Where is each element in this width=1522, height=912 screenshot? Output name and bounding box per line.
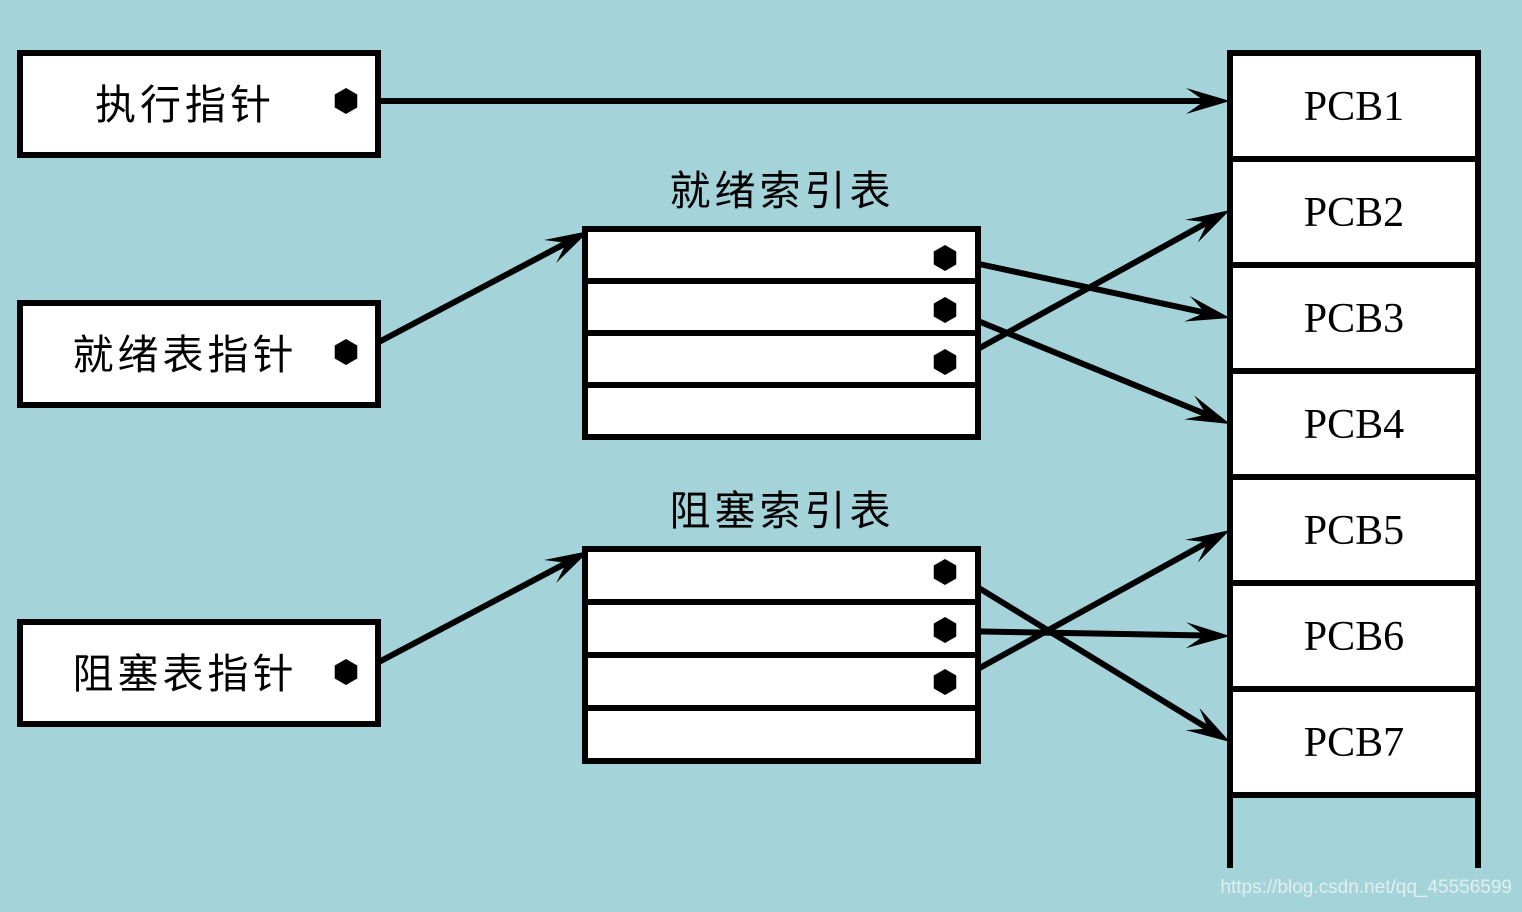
ready-row2-to-pcb4-arrow-shaft	[954, 309, 1209, 418]
ready-row3-to-pcb2-arrow-shaft	[954, 219, 1211, 364]
ready-index-table: 就绪索引表	[582, 167, 981, 440]
blocked-index-table-row[interactable]	[585, 655, 978, 708]
pcb-label-pcb2: PCB2	[1304, 190, 1404, 236]
blocked-index-table-row[interactable]	[585, 549, 978, 602]
blocked-row3-to-pcb5-arrow-shaft	[954, 539, 1211, 684]
ready-index-table-row-3-connector-dot	[933, 349, 957, 375]
pcb-label-pcb1: PCB1	[1304, 84, 1404, 130]
ready-row1-to-pcb3-arrow-shaft	[955, 256, 1207, 316]
ready-row3-to-pcb2-arrow-head	[1185, 210, 1230, 243]
ready-pointer-to-ready-table-arrow-shaft	[358, 239, 570, 355]
pcb-column-frame	[1227, 50, 1481, 798]
connection-layer	[358, 88, 1230, 742]
ready-index-table-row[interactable]	[585, 333, 978, 385]
ready-index-table-row-2-connector-dot	[933, 297, 957, 323]
running-to-pcb1-arrow	[360, 88, 1230, 114]
ready-row3-to-pcb2-arrow	[954, 210, 1230, 364]
blocked-pointer-to-blocked-table-arrow-shaft	[358, 559, 570, 675]
blocked-row1-to-pcb7-arrow	[954, 571, 1230, 742]
blocked-row2-to-pcb6-arrow-shaft	[955, 628, 1206, 639]
ready-row2-to-pcb4-arrow-head	[1184, 395, 1230, 424]
ready-row1-to-pcb3-arrow	[955, 256, 1230, 322]
blocked-row1-to-pcb7-arrow-shaft	[954, 571, 1211, 732]
ready-index-table-row-1-connector-dot	[933, 245, 957, 271]
ready-list-pointer[interactable]: 就绪表指针	[17, 300, 381, 408]
ready-pointer-to-ready-table-arrow-head	[544, 231, 589, 264]
blocked-index-table-row[interactable]	[585, 602, 978, 655]
running-pointer-frame[interactable]	[17, 50, 381, 158]
running-pointer-label: 执行指针	[95, 81, 275, 129]
ready-index-table-title: 就绪索引表	[670, 167, 895, 215]
pcb-label-pcb6: PCB6	[1304, 614, 1404, 660]
pointer-dot-layer	[334, 88, 957, 695]
blocked-index-table: 阻塞索引表	[582, 487, 981, 764]
ready-index-table-row[interactable]	[585, 281, 978, 333]
ready-list-pointer-frame[interactable]	[17, 300, 381, 408]
blocked-list-pointer-frame[interactable]	[17, 619, 381, 727]
blocked-index-table-row[interactable]	[585, 708, 978, 761]
blocked-index-table-row-2-connector-dot	[933, 617, 957, 643]
blocked-pointer-to-blocked-table-arrow-head	[544, 551, 589, 584]
blocked-index-table-row-1-connector-dot	[933, 559, 957, 585]
blocked-row3-to-pcb5-arrow-head	[1185, 530, 1230, 563]
blocked-pointer-to-blocked-table-arrow	[358, 551, 589, 675]
ready-row1-to-pcb3-arrow-head	[1184, 296, 1230, 322]
pcb-label-pcb4: PCB4	[1304, 402, 1404, 448]
running-pointer-connector-dot	[334, 88, 358, 114]
blocked-list-pointer-label: 阻塞表指针	[73, 650, 298, 698]
blocked-row2-to-pcb6-arrow-head	[1185, 622, 1230, 649]
ready-list-pointer-label: 就绪表指针	[73, 331, 298, 379]
blocked-list-pointer[interactable]: 阻塞表指针	[17, 619, 381, 727]
pcb-label-pcb7: PCB7	[1304, 720, 1404, 766]
pcb-label-pcb3: PCB3	[1304, 296, 1404, 342]
pcb-label-pcb5: PCB5	[1304, 508, 1404, 554]
watermark-text: https://blog.csdn.net/qq_45556599	[1220, 877, 1512, 898]
ready-row2-to-pcb4-arrow	[954, 309, 1230, 424]
blocked-index-table-title: 阻塞索引表	[670, 487, 895, 535]
ready-index-table-row[interactable]	[585, 229, 978, 281]
running-pointer[interactable]: 执行指针	[17, 50, 381, 158]
running-to-pcb1-arrow-head	[1186, 88, 1230, 114]
ready-list-pointer-connector-dot	[334, 339, 358, 365]
blocked-row1-to-pcb7-arrow-head	[1185, 707, 1230, 742]
blocked-index-table-row-3-connector-dot	[933, 669, 957, 695]
blocked-row2-to-pcb6-arrow	[955, 622, 1230, 649]
ready-index-table-row[interactable]	[585, 385, 978, 437]
ready-pointer-to-ready-table-arrow	[358, 231, 589, 355]
blocked-list-pointer-connector-dot	[334, 659, 358, 685]
blocked-row3-to-pcb5-arrow	[954, 530, 1230, 684]
